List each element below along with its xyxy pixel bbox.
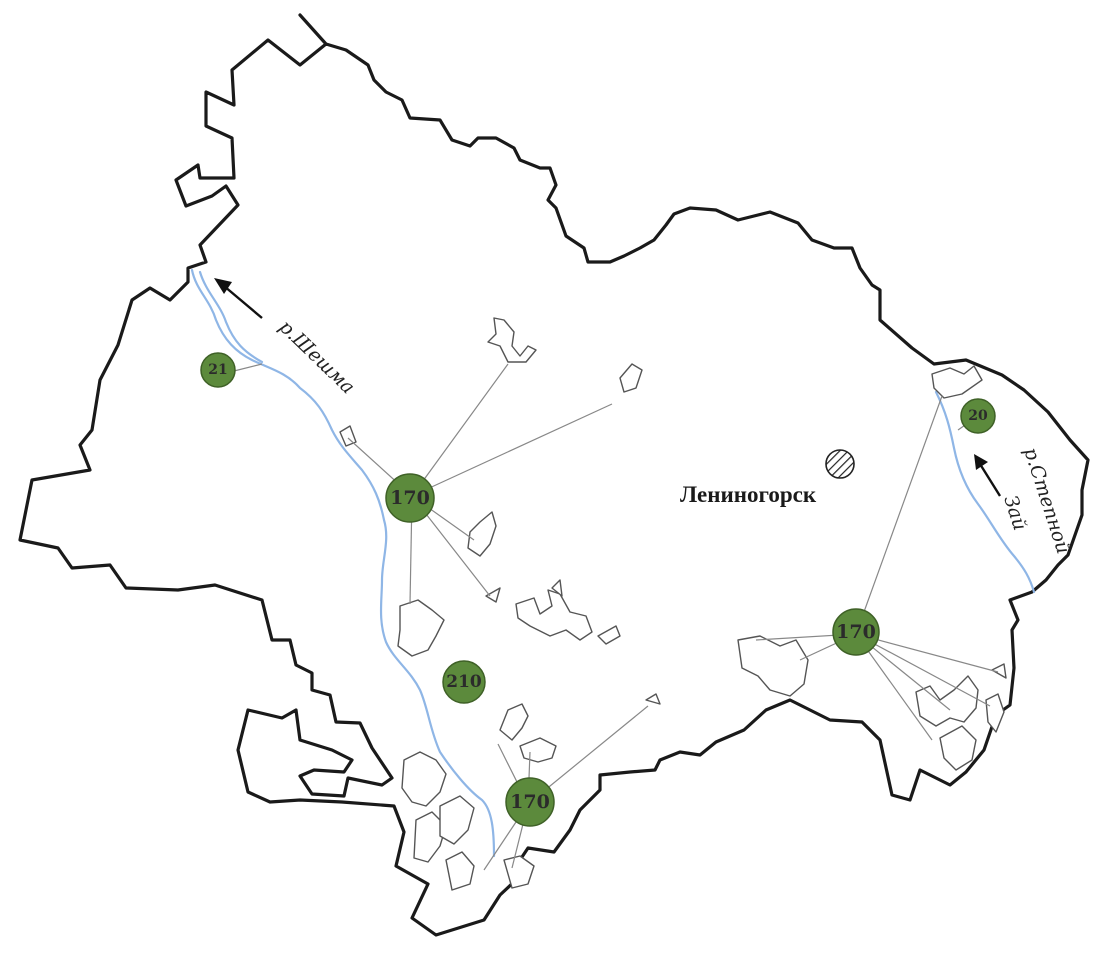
marker-value: 170 (390, 487, 430, 509)
marker-value: 21 (208, 362, 227, 378)
district-border (18, 13, 1090, 937)
river-label-zay: Зай (999, 493, 1031, 533)
marker-value: 20 (968, 408, 988, 424)
marker-170-north[interactable]: 170 (385, 473, 435, 523)
marker-210[interactable]: 210 (442, 660, 486, 704)
marker-20[interactable]: 20 (960, 398, 996, 434)
marker-170-east[interactable]: 170 (832, 608, 880, 656)
river-label-sheshma: р.Шешма (275, 316, 359, 399)
hatched-circle-icon (825, 449, 855, 479)
marker-value: 170 (836, 621, 876, 643)
marker-21[interactable]: 21 (200, 352, 236, 388)
river-label-stepnoy: р.Степной (1019, 445, 1074, 557)
marker-value: 170 (510, 791, 550, 813)
river-flow-arrow-stepnoy (974, 454, 1002, 497)
river-sheshma-bank (198, 270, 264, 364)
river-stepnoy-zay (934, 390, 1036, 594)
marker-170-south[interactable]: 170 (505, 777, 555, 827)
river-flow-arrow-sheshma (214, 278, 263, 319)
marker-value: 210 (446, 672, 482, 692)
field-polygons (339, 317, 1007, 891)
river-sheshma (190, 268, 496, 858)
city-label: Лениногорск (680, 482, 817, 507)
